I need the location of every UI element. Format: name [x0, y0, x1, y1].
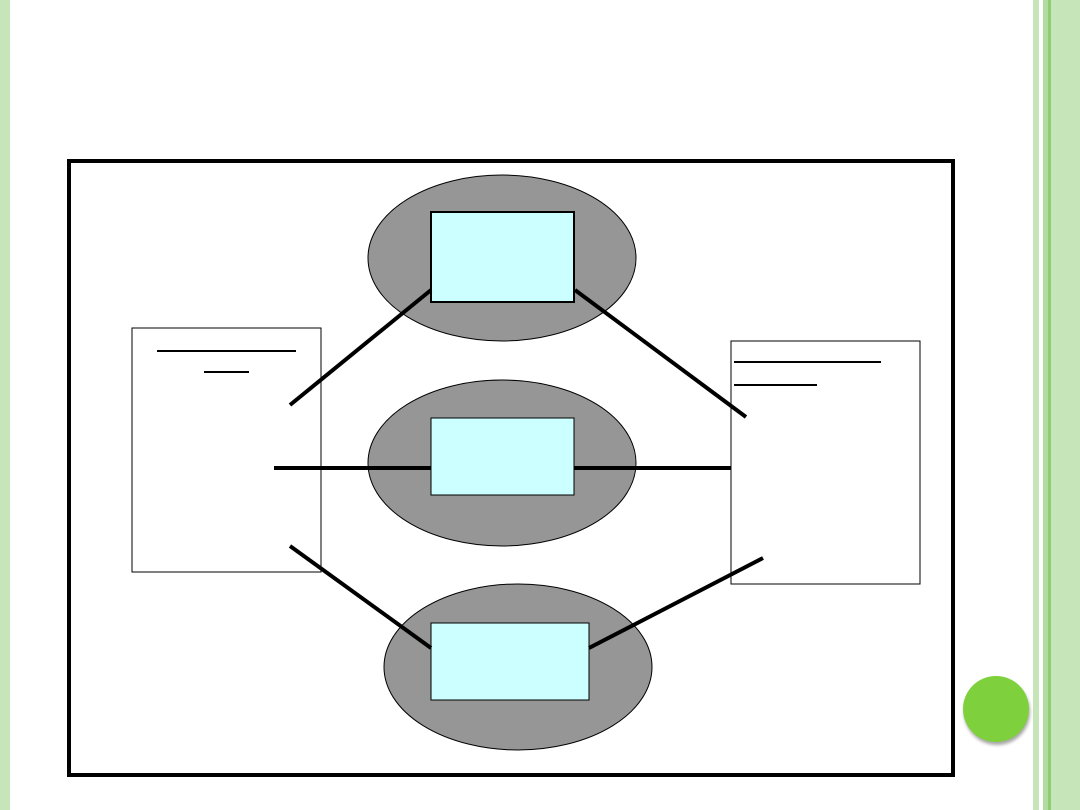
connector-left-to-bottom — [288, 544, 433, 650]
connector-bottom-to-right — [588, 556, 764, 650]
right-border-stripe-outer — [1051, 0, 1080, 810]
left-border-stripe — [0, 0, 10, 810]
right-border-stripe-mid — [1043, 0, 1048, 810]
left-document-page — [131, 327, 322, 573]
node-middle-box — [430, 417, 575, 496]
right-document — [730, 340, 921, 585]
right-border-stripe-light — [1033, 0, 1039, 810]
connector-top-to-right — [573, 288, 748, 419]
connectors — [274, 288, 764, 650]
node-middle — [367, 379, 637, 547]
left-document — [131, 327, 322, 573]
node-bottom-box — [430, 622, 590, 701]
right-document-page — [730, 340, 921, 585]
node-top — [367, 174, 637, 342]
node-top-box — [430, 211, 575, 303]
connector-left-to-top — [288, 288, 433, 407]
right-border-stripe-dark — [1048, 0, 1051, 810]
node-bottom — [383, 583, 653, 751]
next-slide-button[interactable] — [963, 676, 1029, 742]
